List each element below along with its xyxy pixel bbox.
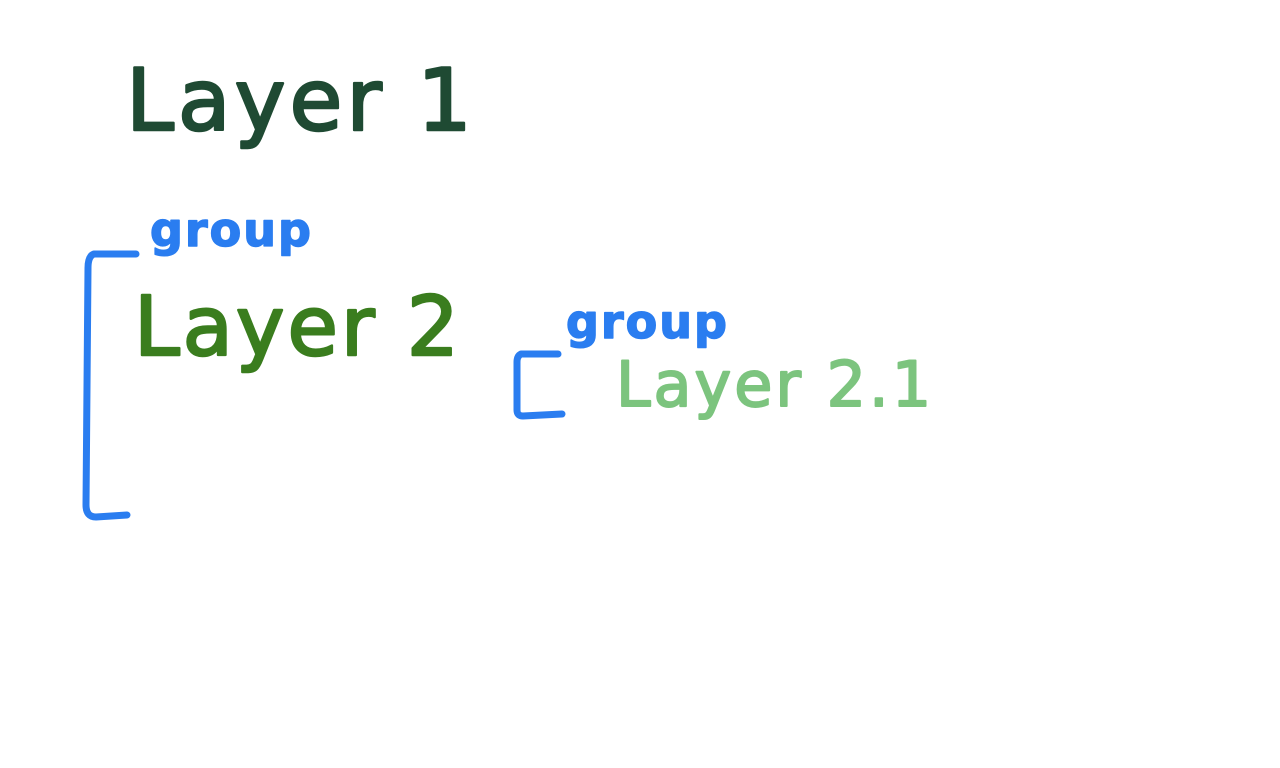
inner-group-label: group <box>566 295 729 349</box>
outer-group-label: group <box>150 203 313 257</box>
outer-group-bracket <box>82 250 140 521</box>
layer2-1-label: Layer 2.1 <box>616 348 934 421</box>
inner-group-bracket <box>513 350 566 420</box>
layer2-label: Layer 2 <box>134 280 462 375</box>
layer1-label: Layer 1 <box>126 51 476 151</box>
